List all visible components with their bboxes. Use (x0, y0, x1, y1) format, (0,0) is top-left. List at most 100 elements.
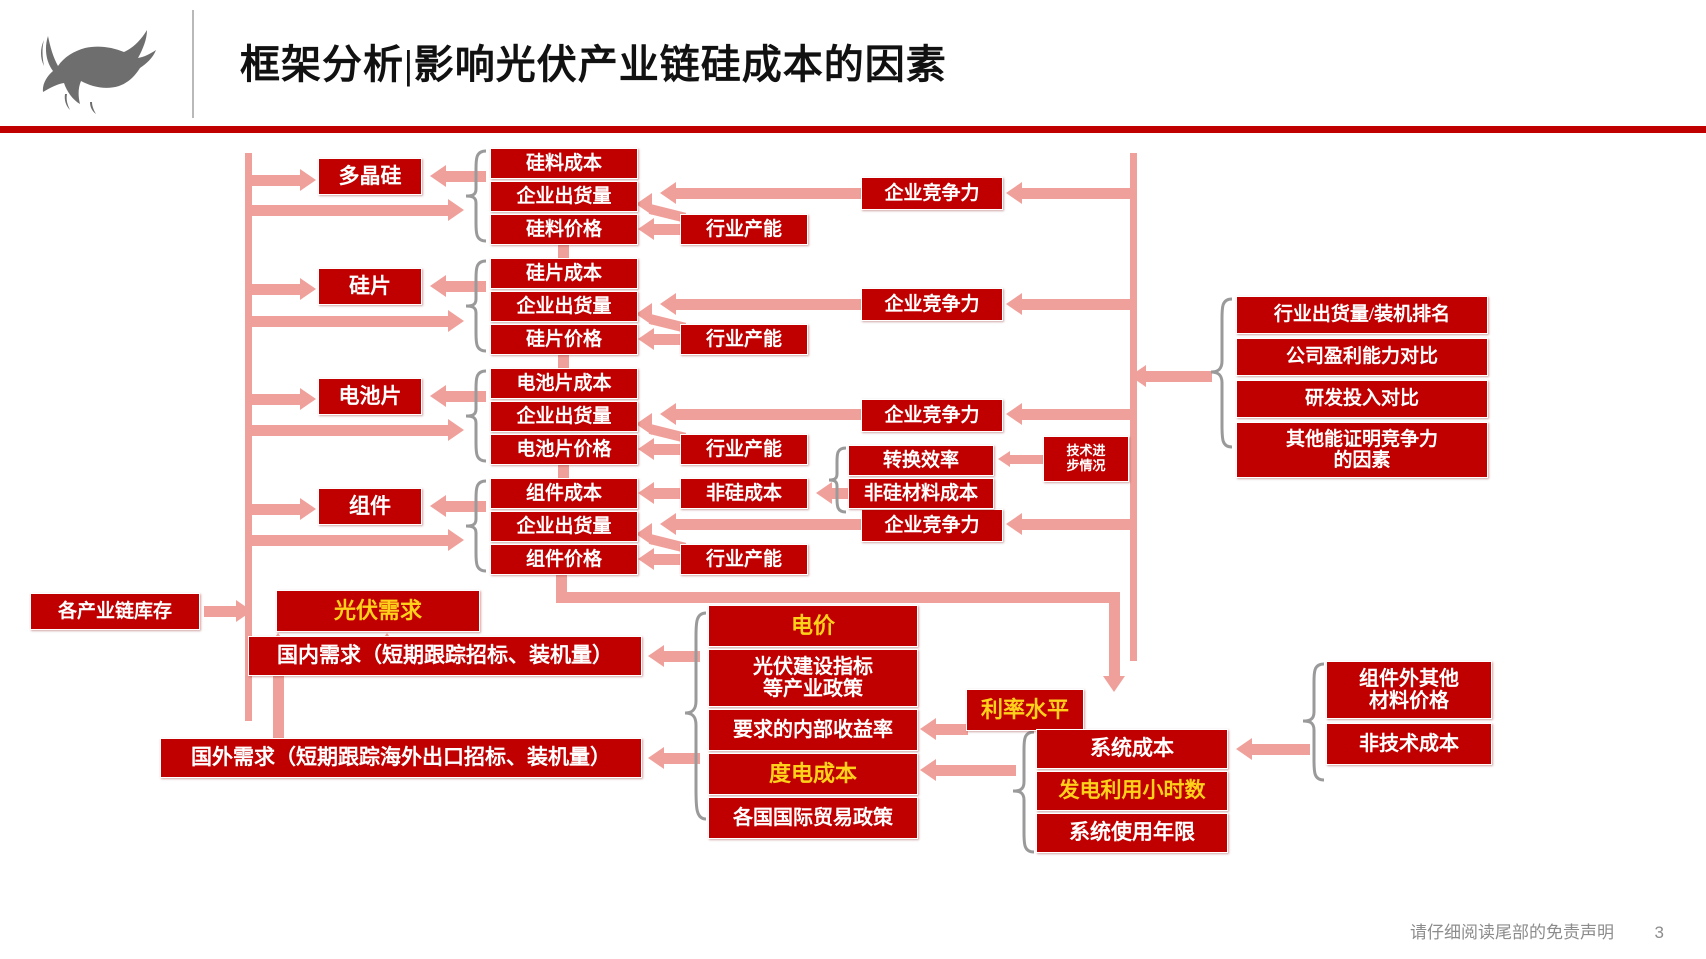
poly-price-to-wafer-line (558, 245, 569, 261)
module-capacity-box[interactable]: 行业产能 (680, 544, 808, 575)
conversion-efficiency-box[interactable]: 转换效率 (848, 445, 994, 476)
policy-to-overseas-arrow (648, 747, 664, 769)
cell-capacity-box[interactable]: 行业产能 (680, 434, 808, 465)
inventory-to-demand-arrow (236, 600, 252, 622)
right-spine-to-module-comp-arrow (1006, 513, 1022, 535)
wafer-competitiveness-box[interactable]: 企业竞争力 (861, 288, 1003, 321)
right-spine (1130, 153, 1137, 661)
right-spine-to-cell-comp-arrow (1006, 403, 1022, 425)
right-spine-to-cell-comp-line (1022, 409, 1132, 420)
interest-to-irr-arrow (920, 718, 936, 740)
spine-to-module-arrow (300, 498, 316, 520)
stage-box-polysilicon[interactable]: 多晶硅 (318, 158, 422, 195)
competitiveness-factor-box-0[interactable]: 行业出货量/装机排名 (1236, 296, 1488, 334)
wafer-detail-to-stage-line (446, 281, 486, 292)
module-competitiveness-box[interactable]: 企业竞争力 (861, 509, 1003, 542)
module-shipment-box[interactable]: 企业出货量 (490, 511, 638, 542)
material-box-non-tech-cost[interactable]: 非技术成本 (1326, 723, 1492, 765)
competitiveness-factor-box-3[interactable]: 其他能证明竞争力 的因素 (1236, 422, 1488, 478)
pv-demand-box[interactable]: 光伏需求 (276, 590, 480, 632)
brace-non-silicon (826, 446, 848, 514)
stage-box-cell[interactable]: 电池片 (318, 378, 422, 415)
tech-to-efficiency-line (1010, 455, 1043, 464)
cell-detail-to-stage-line (446, 391, 486, 402)
stage-box-wafer[interactable]: 硅片 (318, 268, 422, 305)
page-title: 框架分析|影响光伏产业链硅成本的因素 (240, 42, 947, 87)
wafer-shipment-box[interactable]: 企业出货量 (490, 291, 638, 322)
policy-box-electricity-price[interactable]: 电价 (708, 605, 918, 647)
module-price-feedback-line (556, 592, 1120, 603)
policy-box-required-irr[interactable]: 要求的内部收益率 (708, 709, 918, 751)
poly-cap-to-price-arrow (638, 218, 654, 240)
left-spine (245, 153, 252, 631)
page-header: 框架分析|影响光伏产业链硅成本的因素 (0, 0, 1706, 133)
module-price-box[interactable]: 组件价格 (490, 544, 638, 575)
cell-competitiveness-box[interactable]: 企业竞争力 (861, 399, 1003, 432)
non-silicon-material-cost-box[interactable]: 非硅材料成本 (848, 478, 994, 509)
system-cost-box[interactable]: 系统成本 (1036, 729, 1228, 769)
cell-cap-to-price-arrow (638, 438, 654, 460)
efficiency-group-to-nonsilicon-line (832, 488, 854, 499)
tech-progress-box[interactable]: 技术进 步情况 (1043, 436, 1129, 482)
module-detail-to-stage-arrow (430, 495, 446, 517)
interest-to-irr-line (936, 724, 968, 735)
feedback-to-system-arrow (1103, 676, 1125, 692)
competitiveness-factor-box-2[interactable]: 研发投入对比 (1236, 380, 1488, 418)
wafer-comp-to-ship-arrow (660, 293, 676, 315)
generation-hours-box[interactable]: 发电利用小时数 (1036, 771, 1228, 811)
interest-rate-box[interactable]: 利率水平 (966, 689, 1084, 731)
spine-to-poly-arrow (300, 169, 316, 191)
inventory-to-demand-line (204, 606, 236, 617)
non-silicon-cost-box[interactable]: 非硅成本 (680, 478, 808, 509)
inventory-box[interactable]: 各产业链库存 (30, 593, 200, 630)
cell-price-box[interactable]: 电池片价格 (490, 434, 638, 465)
right-spine-to-wafer-comp-arrow (1006, 293, 1022, 315)
brace-material-group (1300, 662, 1326, 784)
poly-competitiveness-box[interactable]: 企业竞争力 (861, 177, 1003, 210)
spine-long-cell-arrow (448, 419, 464, 441)
module-price-down-line (556, 575, 567, 603)
spine-long-module-line (252, 535, 448, 546)
material-box-other-materials[interactable]: 组件外其他 材料价格 (1326, 661, 1492, 719)
right-spine-to-poly-comp-line (1022, 188, 1132, 199)
wafer-capacity-box[interactable]: 行业产能 (680, 324, 808, 355)
wafer-detail-to-stage-arrow (430, 275, 446, 297)
policy-box-trade-policy[interactable]: 各国国际贸易政策 (708, 797, 918, 839)
wafer-cost-box[interactable]: 硅片成本 (490, 258, 638, 289)
poly-detail-to-stage-arrow (430, 165, 446, 187)
module-comp-to-ship-line (676, 519, 862, 530)
module-comp-to-ship-arrow (660, 513, 676, 535)
efficiency-group-to-nonsilicon-arrow (816, 482, 832, 504)
spine-long-cell-line (252, 425, 448, 436)
wafer-cap-to-ship-arrow (636, 303, 652, 325)
poly-capacity-box[interactable]: 行业产能 (680, 214, 808, 245)
header-rule (0, 126, 1706, 133)
wafer-price-box[interactable]: 硅片价格 (490, 324, 638, 355)
domestic-demand-box[interactable]: 国内需求（短期跟踪招标、装机量） (248, 636, 642, 676)
spine-to-wafer-line (252, 284, 300, 295)
tech-to-efficiency-arrow (998, 451, 1010, 467)
cell-shipment-box[interactable]: 企业出货量 (490, 401, 638, 432)
poly-shipment-box[interactable]: 企业出货量 (490, 181, 638, 212)
policy-box-lcoe[interactable]: 度电成本 (708, 753, 918, 795)
cell-comp-to-ship-arrow (660, 403, 676, 425)
poly-cost-box[interactable]: 硅料成本 (490, 148, 638, 179)
spine-long-wafer-arrow (448, 310, 464, 332)
poly-comp-to-ship-arrow (660, 182, 676, 204)
stage-box-module[interactable]: 组件 (318, 488, 422, 525)
bull-logo-icon (20, 14, 180, 114)
policy-box-industry-policy[interactable]: 光伏建设指标 等产业政策 (708, 649, 918, 707)
system-lifetime-box[interactable]: 系统使用年限 (1036, 813, 1228, 853)
spine-to-cell-arrow (300, 388, 316, 410)
cell-cost-box[interactable]: 电池片成本 (490, 368, 638, 399)
overseas-demand-box[interactable]: 国外需求（短期跟踪海外出口招标、装机量） (160, 738, 642, 778)
footer-disclaimer: 请仔细阅读尾部的免责声明 (1410, 923, 1614, 942)
diagram-canvas: 多晶硅 硅片 电池片 组件 硅料成本 企业出货量 硅料价格 行业产能 企业竞争力… (0, 133, 1706, 959)
module-cost-box[interactable]: 组件成本 (490, 478, 638, 509)
poly-cap-to-ship-arrow (636, 193, 652, 215)
spine-to-poly-line (252, 175, 300, 186)
competitiveness-factor-box-1[interactable]: 公司盈利能力对比 (1236, 338, 1488, 376)
wafer-cap-to-price-arrow (638, 328, 654, 350)
poly-detail-to-stage-line (446, 171, 486, 182)
poly-price-box[interactable]: 硅料价格 (490, 214, 638, 245)
